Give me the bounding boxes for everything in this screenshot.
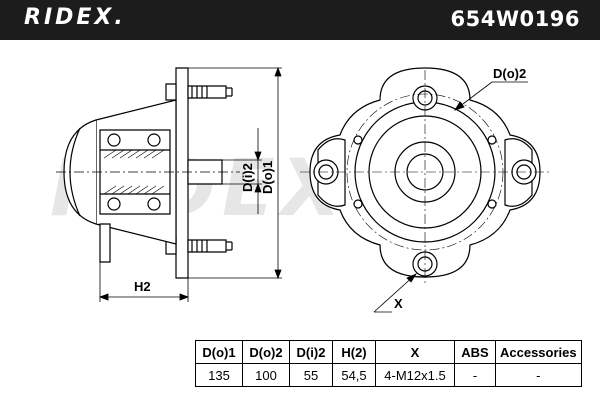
spec-header-accessories: Accessories [495, 340, 582, 364]
label-di2: D(i)2 [240, 163, 255, 192]
spec-value-accessories: - [495, 363, 582, 387]
spec-header-h2: H(2) [332, 340, 376, 364]
part-number: 654W0196 [450, 7, 580, 31]
spec-header-x: X [375, 340, 455, 364]
leader-do2 [454, 81, 528, 111]
spec-value-row: 135 100 55 54,5 4-M12x1.5 - - [195, 363, 582, 387]
spec-table: D(o)1 D(o)2 D(i)2 H(2) X ABS Accessories… [195, 340, 582, 387]
leader-x [373, 273, 418, 313]
label-x: X [394, 296, 403, 311]
spec-header-row: D(o)1 D(o)2 D(i)2 H(2) X ABS Accessories [195, 340, 582, 364]
label-h2: H2 [134, 279, 151, 294]
spec-value-h2: 54,5 [332, 363, 376, 387]
label-do1: D(o)1 [260, 161, 275, 194]
spec-value-do2: 100 [242, 363, 290, 387]
spec-header-abs: ABS [454, 340, 496, 364]
dimension-h2 [98, 262, 190, 302]
header-bar: RIDEX. 654W0196 [0, 0, 600, 40]
spec-value-x: 4-M12x1.5 [375, 363, 455, 387]
dimension-di2 [222, 128, 262, 214]
spec-value-abs: - [454, 363, 496, 387]
spec-header-do1: D(o)1 [195, 340, 243, 364]
spec-header-do2: D(o)2 [242, 340, 290, 364]
spec-value-di2: 55 [289, 363, 333, 387]
spec-value-do1: 135 [195, 363, 243, 387]
front-view-centerlines [300, 70, 550, 285]
technical-drawing: RIDEX [50, 66, 550, 313]
dimension-do1 [188, 66, 282, 280]
hub-side-view [56, 67, 240, 279]
brand-logo: RIDEX. [24, 5, 126, 30]
spec-header-di2: D(i)2 [289, 340, 333, 364]
label-do2: D(o)2 [493, 66, 526, 81]
